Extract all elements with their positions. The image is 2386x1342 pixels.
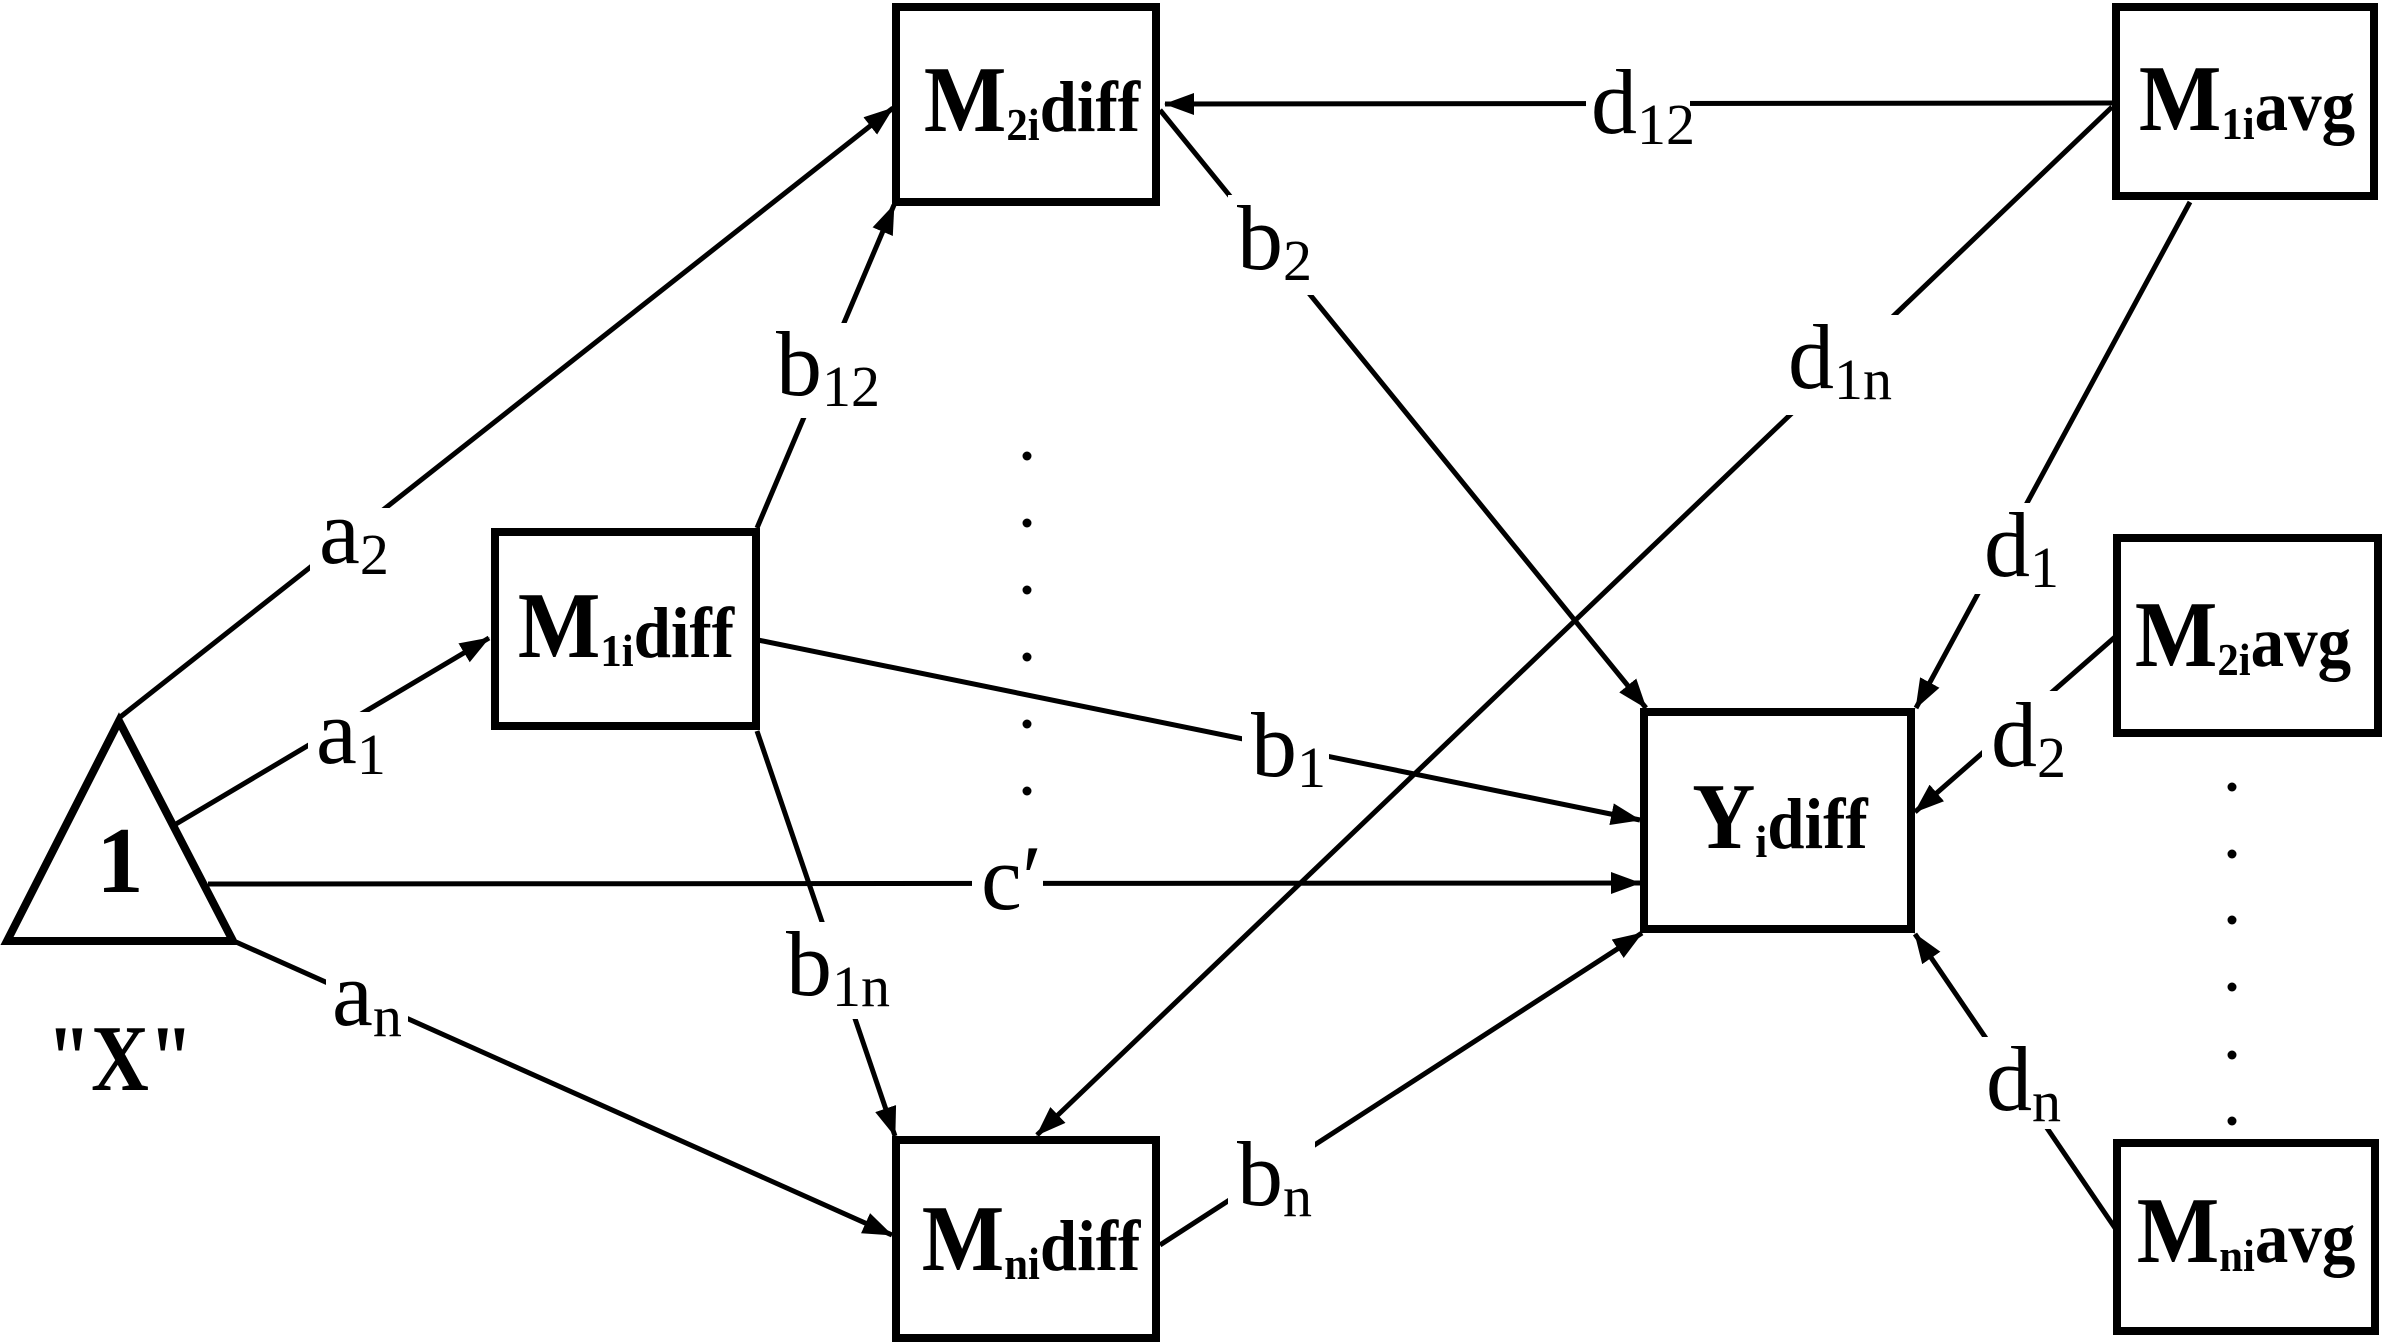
svg-text:M2idiff: M2idiff	[924, 47, 1141, 152]
svg-text:1: 1	[97, 809, 144, 913]
svg-text:a2: a2	[319, 481, 389, 587]
svg-text:d1n: d1n	[1788, 306, 1892, 412]
svg-text:"X": "X"	[47, 1006, 193, 1111]
svg-text:c′: c′	[981, 827, 1042, 929]
svg-text:bn: bn	[1237, 1123, 1312, 1229]
svg-text:M2iavg: M2iavg	[2135, 582, 2351, 687]
